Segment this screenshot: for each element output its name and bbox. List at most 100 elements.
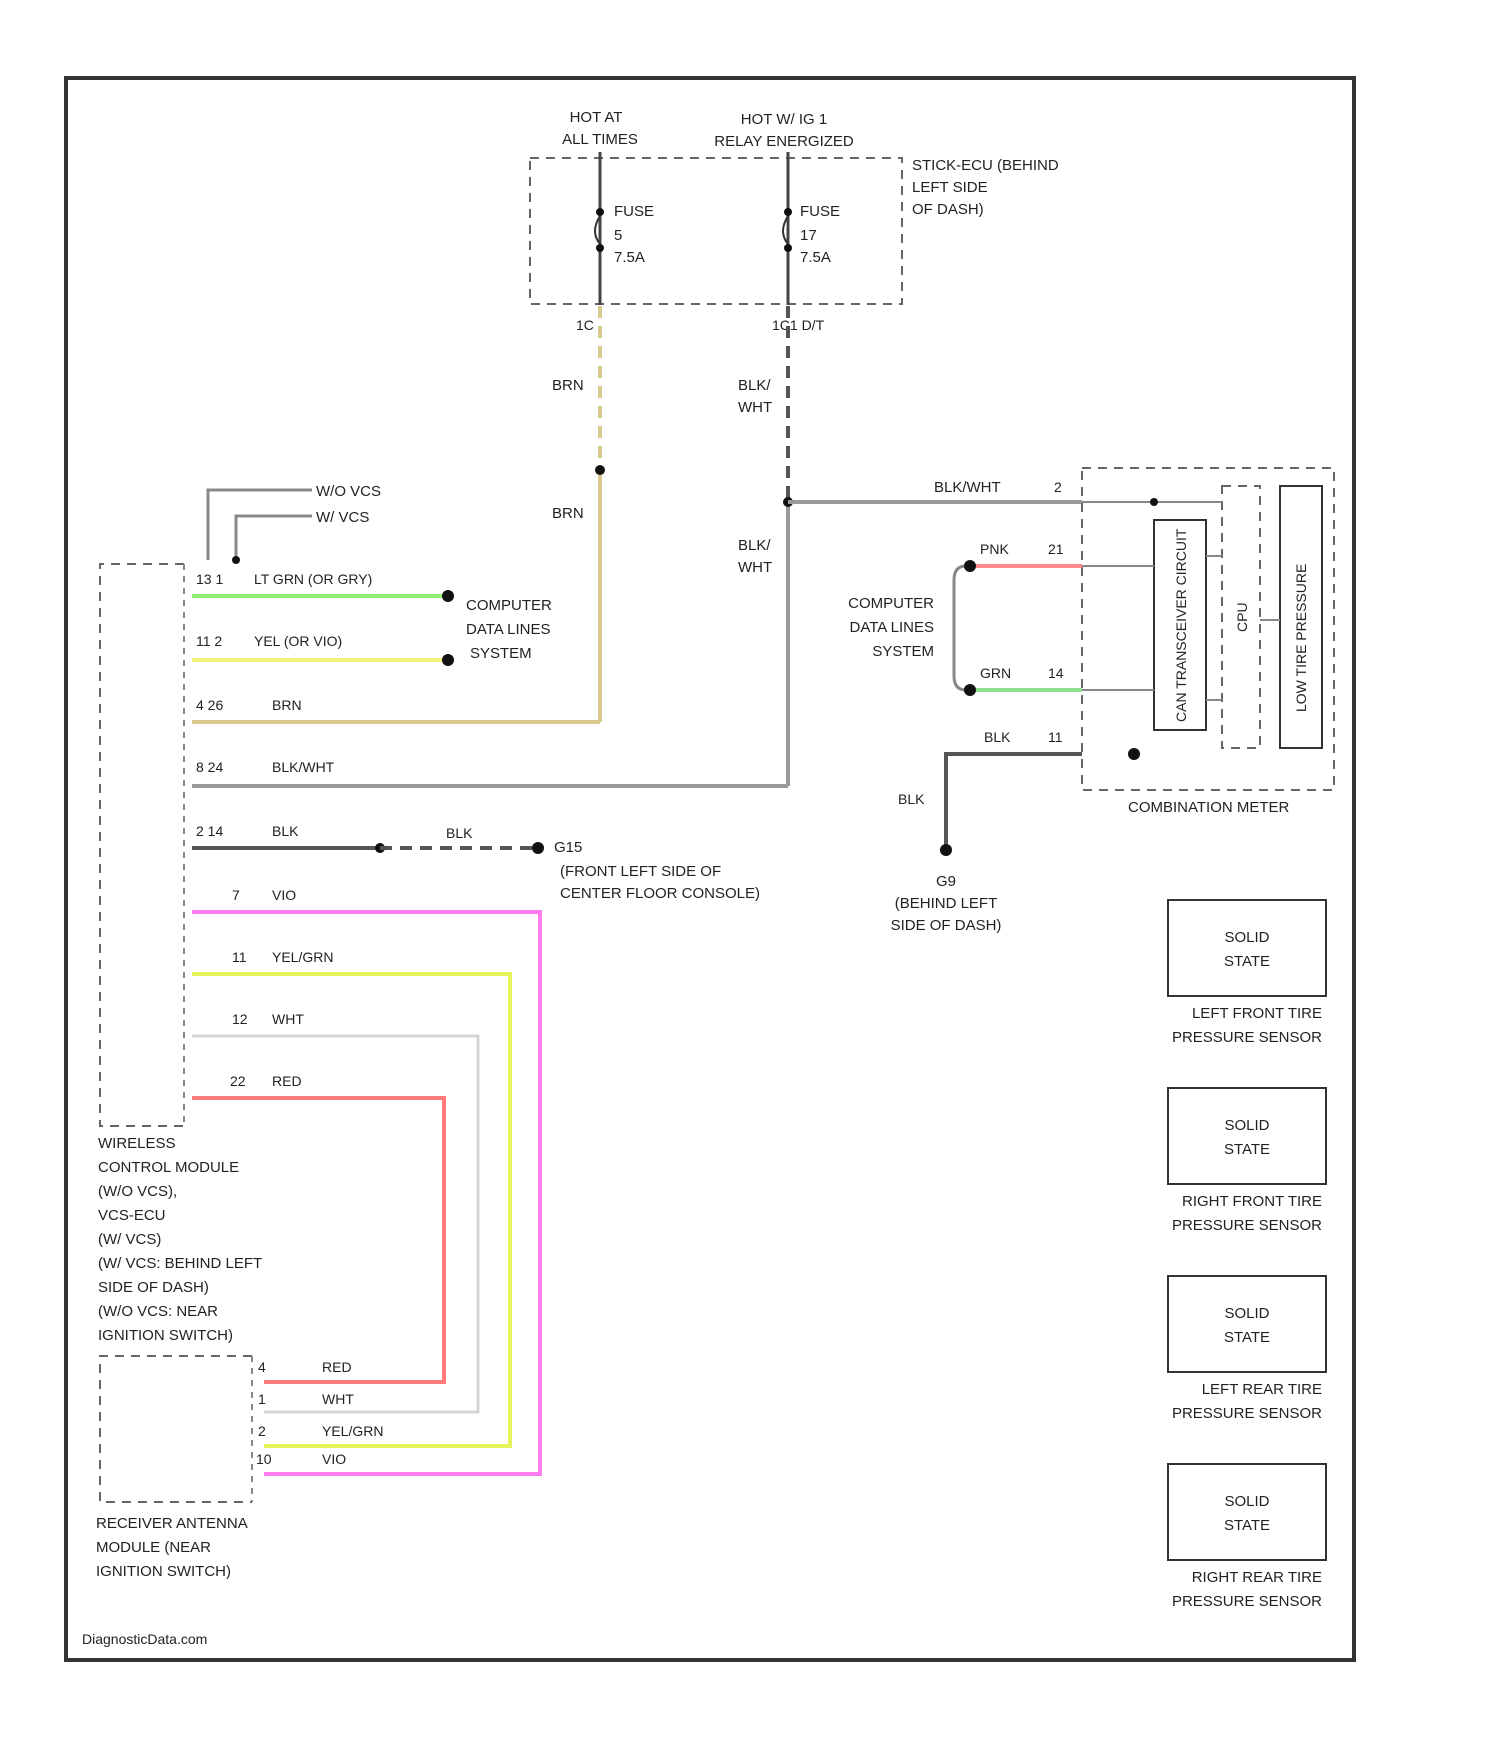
module-label-3: (W/O VCS), <box>98 1183 177 1200</box>
sensor-1-label-2: PRESSURE SENSOR <box>1172 1029 1322 1046</box>
can-transceiver-label: CAN TRANSCEIVER CIRCUIT <box>1173 528 1189 722</box>
module-label-8: (W/O VCS: NEAR <box>98 1303 218 1320</box>
sensor-right-front: SOLID STATE RIGHT FRONT TIRE PRESSURE SE… <box>1168 1088 1326 1234</box>
blkwht-label-lower-2: WHT <box>738 559 772 576</box>
fuse-17-label: FUSE <box>800 203 840 220</box>
ground-right-label-2: SIDE OF DASH) <box>891 917 1002 934</box>
hot-at-all-times-line2: ALL TIMES <box>562 131 638 148</box>
sensor-3-label-2: PRESSURE SENSOR <box>1172 1405 1322 1422</box>
fuse-5-rating: 7.5A <box>614 249 645 266</box>
ground-right-label-1: (BEHIND LEFT <box>895 895 998 912</box>
sensor-1-state-1: SOLID <box>1224 929 1269 946</box>
meter-ground-wire <box>946 754 1082 850</box>
meter-grn-label: GRN <box>980 665 1011 681</box>
ground-left-label-1: (FRONT LEFT SIDE OF <box>560 863 721 880</box>
combination-meter-label: COMBINATION METER <box>1128 799 1290 816</box>
pin-row-2-wire: YEL (OR VIO) <box>254 633 342 649</box>
junction-label-line3: OF DASH) <box>912 201 984 218</box>
pin-row-5-pins: 2 14 <box>196 823 223 839</box>
data-lines-left-3: SYSTEM <box>470 645 532 662</box>
pin-row-7-pins: 11 <box>232 949 247 965</box>
meter-pin-pnk: 21 <box>1048 541 1064 557</box>
module-pin-row-3: 4 26 BRN <box>192 697 600 722</box>
sensor-3-state-2: STATE <box>1224 1329 1270 1346</box>
pin-row-2-pins: 11 2 <box>196 633 222 649</box>
sensor-4-state-2: STATE <box>1224 1517 1270 1534</box>
module-label-4: VCS-ECU <box>98 1207 166 1224</box>
cpu-label: CPU <box>1234 602 1250 632</box>
blkwht-label-upper-1: BLK/ <box>738 377 771 394</box>
receiver-pin-2: 1 <box>258 1391 266 1407</box>
junction-label-line2: LEFT SIDE <box>912 179 988 196</box>
pin-row-5-wire: BLK <box>272 823 299 839</box>
receiver-wire-1: RED <box>322 1359 352 1375</box>
sensor-left-front: SOLID STATE LEFT FRONT TIRE PRESSURE SEN… <box>1168 900 1326 1046</box>
pin-row-3-wire: BRN <box>272 697 302 713</box>
fuse-5-number: 5 <box>614 227 622 244</box>
option-wo-vcs-label: W/O VCS <box>316 483 381 500</box>
option-lead-w-vcs <box>236 516 312 560</box>
data-lines-right-2: DATA LINES <box>850 619 934 636</box>
pin-row-9-wire: RED <box>272 1073 302 1089</box>
sensor-2-label-2: PRESSURE SENSOR <box>1172 1217 1322 1234</box>
data-lines-right-1: COMPUTER <box>848 595 934 612</box>
meter-pnk-label: PNK <box>980 541 1009 557</box>
blkwht-label-upper-2: WHT <box>738 399 772 416</box>
module-label-5: (W/ VCS) <box>98 1231 161 1248</box>
pin-row-9-pins: 22 <box>230 1073 246 1089</box>
fuse-pin-right: 1C1 D/T <box>772 317 825 333</box>
low-tire-pressure-label: LOW TIRE PRESSURE <box>1293 564 1309 712</box>
module-label-1: WIRELESS <box>98 1135 176 1152</box>
option-lead-wo-vcs <box>208 490 312 560</box>
ground-right-id: G9 <box>936 873 956 890</box>
brn-label-lower: BRN <box>552 505 584 522</box>
receiver-pin-4: 10 <box>256 1451 272 1467</box>
sensor-3-label-1: LEFT REAR TIRE <box>1202 1381 1322 1398</box>
module-pin-row-1: 13 1 LT GRN (OR GRY) <box>192 571 454 602</box>
sensor-4-label-2: PRESSURE SENSOR <box>1172 1593 1322 1610</box>
sensor-2-label-1: RIGHT FRONT TIRE <box>1182 1193 1322 1210</box>
sensor-4-state-1: SOLID <box>1224 1493 1269 1510</box>
data-lines-right-3: SYSTEM <box>872 643 934 660</box>
module-pin-row-2: 11 2 YEL (OR VIO) <box>192 633 454 666</box>
meter-pin-blkwht: 2 <box>1054 479 1062 495</box>
pin-row-1-pins: 13 1 <box>196 571 223 587</box>
hot-run-line2: RELAY ENERGIZED <box>714 133 854 150</box>
pin-row-6-pins: 7 <box>232 887 240 903</box>
module-pin-row-4: 8 24 BLK/WHT <box>192 759 788 786</box>
module-pin-row-5: 2 14 BLK BLK <box>192 823 544 854</box>
pin-row-4-wire: BLK/WHT <box>272 759 335 775</box>
wireless-control-module <box>100 564 184 1126</box>
pin-row-6-wire: VIO <box>272 887 296 903</box>
meter-blk-label: BLK <box>984 729 1011 745</box>
pin-row-3-pins: 4 26 <box>196 697 223 713</box>
receiver-pin-1: 4 <box>258 1359 266 1375</box>
sensor-2-state-2: STATE <box>1224 1141 1270 1158</box>
receiver-label-3: IGNITION SWITCH) <box>96 1563 231 1580</box>
hot-run-line1: HOT W/ IG 1 <box>741 111 827 128</box>
receiver-wire-4: VIO <box>322 1451 346 1467</box>
sensor-right-rear: SOLID STATE RIGHT REAR TIRE PRESSURE SEN… <box>1168 1464 1326 1610</box>
module-label-7: SIDE OF DASH) <box>98 1279 209 1296</box>
meter-pin-grn: 14 <box>1048 665 1064 681</box>
meter-blk-v-label: BLK <box>898 791 925 807</box>
module-pin-row-8: 12 WHT <box>192 1011 478 1412</box>
data-lines-left-1: COMPUTER <box>466 597 552 614</box>
module-label-6: (W/ VCS: BEHIND LEFT <box>98 1255 262 1272</box>
ground-left-label-2: CENTER FLOOR CONSOLE) <box>560 885 760 902</box>
ground-left-id: G15 <box>554 839 582 856</box>
pin-row-8-pins: 12 <box>232 1011 248 1027</box>
fuse-pin-left: 1C <box>576 317 594 333</box>
sensor-1-state-2: STATE <box>1224 953 1270 970</box>
fuse-5-label: FUSE <box>614 203 654 220</box>
pin-row-4-pins: 8 24 <box>196 759 223 775</box>
pin-row-7-wire: YEL/GRN <box>272 949 333 965</box>
brn-label-upper: BRN <box>552 377 584 394</box>
receiver-label-2: MODULE (NEAR <box>96 1539 211 1556</box>
module-label-9: IGNITION SWITCH) <box>98 1327 233 1344</box>
receiver-pin-3: 2 <box>258 1423 266 1439</box>
sensor-1-label-1: LEFT FRONT TIRE <box>1192 1005 1322 1022</box>
hot-at-all-times-line1: HOT AT <box>570 109 623 126</box>
module-label-2: CONTROL MODULE <box>98 1159 239 1176</box>
combination-meter: CAN TRANSCEIVER CIRCUIT CPU LOW TIRE PRE… <box>1082 468 1334 790</box>
